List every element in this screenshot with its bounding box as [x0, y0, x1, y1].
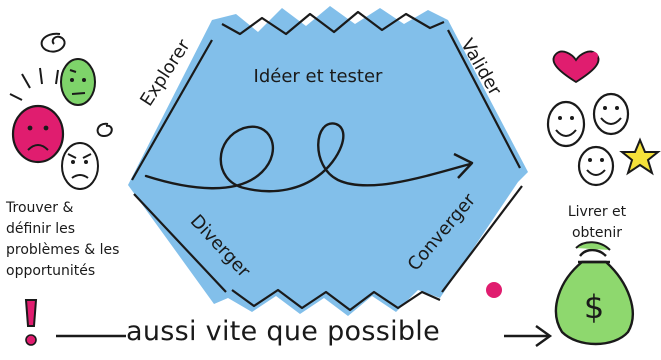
smiley-eye [558, 116, 562, 120]
heart-icon [552, 50, 600, 84]
center-title: Idéer et tester [254, 66, 384, 87]
smiley-face-icon [546, 100, 586, 148]
left-lower-edge [133, 193, 227, 293]
swirl-icon [96, 122, 113, 138]
smiley-face-icon [577, 145, 615, 187]
smiley-eye [570, 116, 574, 120]
money-bag-icon [554, 260, 634, 346]
smiley-eye [600, 158, 604, 162]
exclamation-dot [25, 334, 37, 346]
angry-face-icon [61, 142, 99, 190]
stress-mark [39, 67, 43, 85]
stress-mark [21, 73, 31, 89]
green-face-mouth [71, 92, 86, 95]
top-edge-outline [221, 10, 445, 36]
money-bag-tie [578, 248, 610, 264]
right-lower-edge [441, 185, 523, 293]
green-face-eye [82, 78, 86, 82]
green-face-eye [70, 78, 74, 82]
pink-dot [486, 282, 502, 298]
green-face-icon [60, 58, 96, 106]
money-bag-top [575, 241, 611, 251]
smiley-eye [588, 158, 592, 162]
smiley-face-icon [592, 92, 630, 136]
timeline-arrow-head [535, 325, 553, 347]
stress-mark [55, 69, 59, 85]
process-shape [128, 6, 528, 316]
left-caption: Trouver & définir les problèmes & les op… [6, 200, 120, 279]
angry-face-eye [84, 160, 88, 164]
smiley-eye [603, 106, 607, 110]
bottom-edge-outline [231, 288, 441, 312]
smiley-eye [615, 106, 619, 110]
pink-sad-face-icon [11, 104, 65, 164]
angry-face-mouth [71, 174, 89, 179]
stress-mark [9, 93, 23, 101]
right-upper-edge [447, 29, 521, 169]
loop-arrow [144, 122, 472, 193]
pink-face-eye [27, 125, 33, 131]
left-upper-edge [131, 39, 213, 181]
pink-face-eye [43, 125, 49, 131]
pink-face-mouth [27, 144, 49, 151]
smiley-mouth [555, 129, 577, 137]
bottom-caption: aussi vite que possible [126, 316, 441, 347]
pink-dot [590, 52, 598, 60]
loop-arrow-head [453, 152, 474, 179]
money-symbol: $ [584, 288, 604, 326]
angry-face-brow [67, 153, 77, 159]
angry-face-brow [82, 153, 92, 159]
star-icon [619, 137, 661, 176]
swirl-icon [40, 32, 66, 53]
angry-face-eye [71, 160, 75, 164]
smiley-mouth [586, 169, 606, 176]
exclamation-icon [24, 299, 38, 327]
smiley-mouth [600, 117, 622, 125]
right-caption: Livrer et obtenir [567, 204, 627, 241]
green-face-brow [69, 69, 77, 73]
